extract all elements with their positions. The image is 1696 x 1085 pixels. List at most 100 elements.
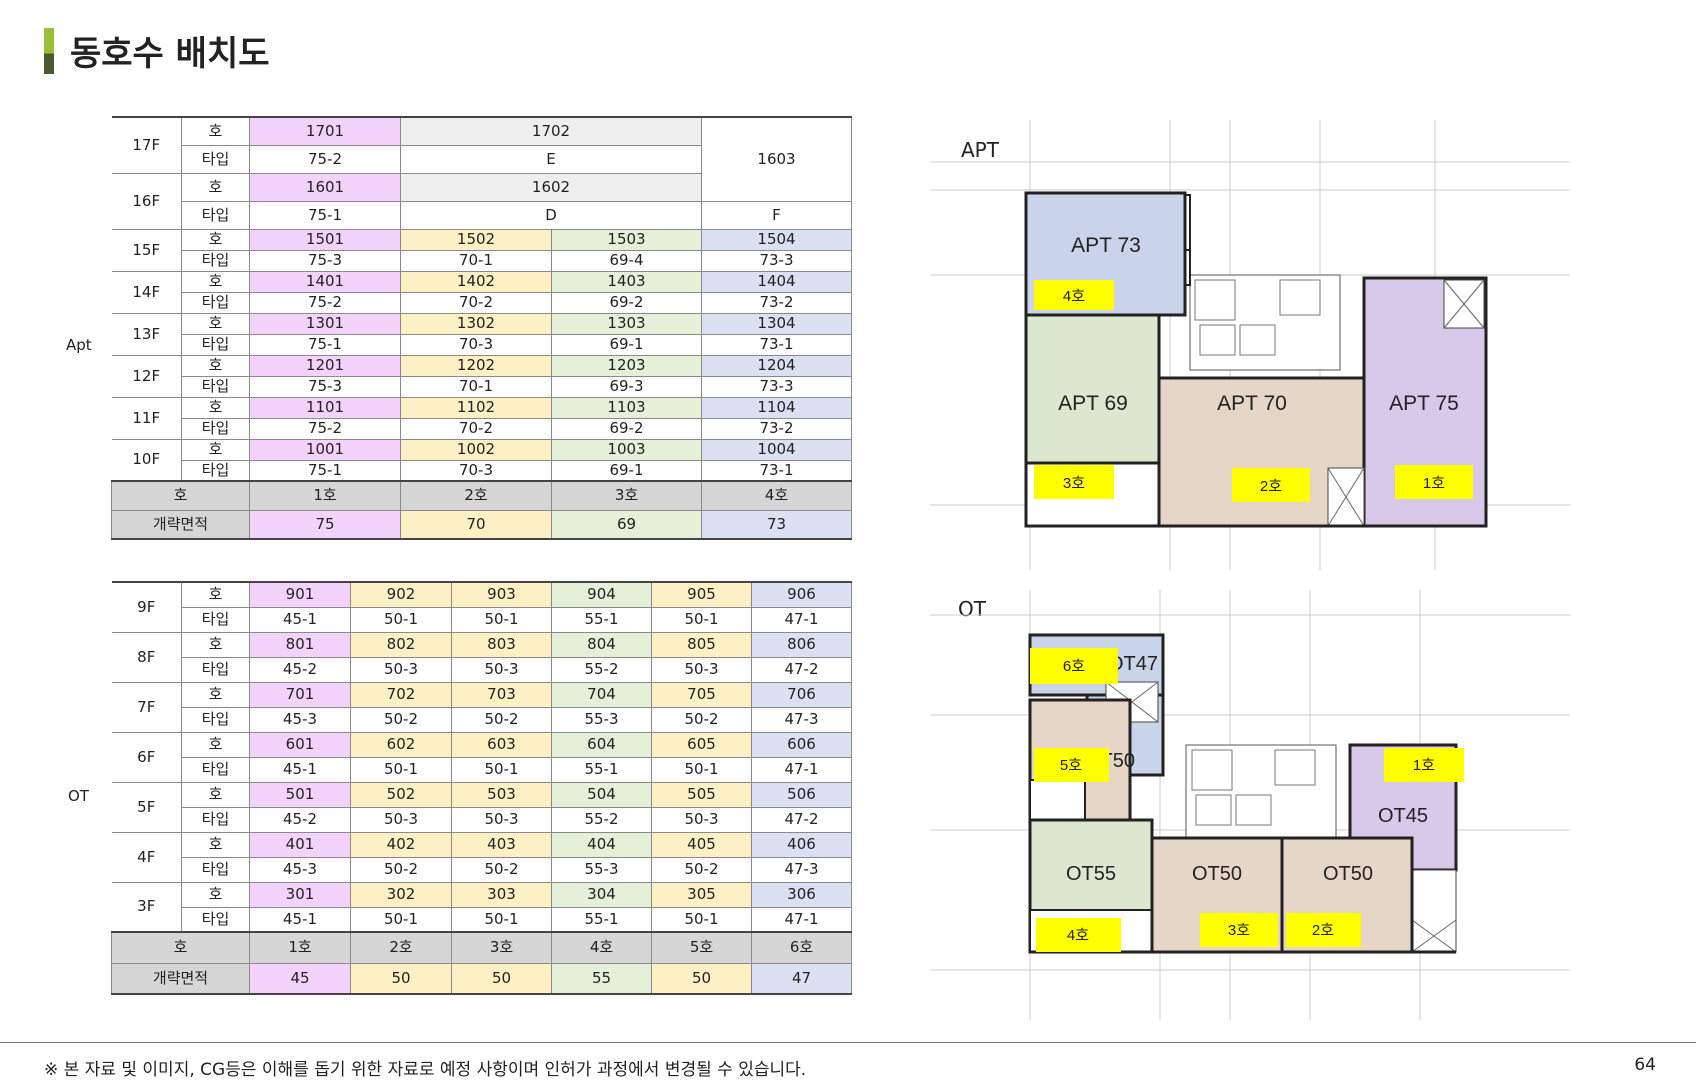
- unit-number: 404: [551, 831, 652, 858]
- row-label: 타입: [181, 806, 250, 833]
- unit-number: 701: [249, 681, 351, 708]
- summary-label: 개략면적: [111, 962, 250, 995]
- row-label: 호: [181, 631, 250, 658]
- summary-area: 45: [249, 962, 351, 995]
- unit-type: 45-1: [249, 606, 351, 633]
- unit-number: 805: [651, 631, 752, 658]
- apt-tag-highlight: [1395, 465, 1473, 499]
- unit-number: 1701: [249, 116, 401, 146]
- row-label: 호: [181, 228, 250, 251]
- unit-type: 75-1: [249, 333, 401, 356]
- unit-number: 1602: [400, 172, 702, 202]
- unit-number: 1504: [701, 228, 852, 251]
- row-label: 타입: [181, 459, 250, 482]
- unit-type: 69-3: [551, 375, 702, 398]
- apt-group-label: Apt: [66, 336, 92, 354]
- row-label: 타입: [181, 606, 250, 633]
- row-label: 호: [181, 881, 250, 908]
- unit-number: 302: [350, 881, 452, 908]
- unit-type: 47-3: [751, 856, 852, 883]
- unit-number: 402: [350, 831, 452, 858]
- unit-number: 801: [249, 631, 351, 658]
- unit-number: 506: [751, 781, 852, 808]
- row-label: 호: [181, 781, 250, 808]
- floor-label: 12F: [111, 354, 182, 398]
- floor-label: 4F: [111, 831, 182, 883]
- unit-type: 75-1: [249, 459, 401, 482]
- ot-unit-name: OT47: [1108, 653, 1158, 675]
- unit-number: 904: [551, 581, 652, 608]
- unit-type: 50-2: [451, 856, 552, 883]
- unit-type: 47-1: [751, 606, 852, 633]
- apt-unit-name: APT 70: [1217, 392, 1287, 415]
- unit-number: 1201: [249, 354, 401, 377]
- floor-label: 6F: [111, 731, 182, 783]
- summary-area: 50: [451, 962, 552, 995]
- floor-label: 14F: [111, 270, 182, 314]
- row-label: 타입: [181, 417, 250, 440]
- row-label: 타입: [181, 333, 250, 356]
- unit-type: 75-1: [249, 200, 401, 230]
- ot-tag-highlight: [1200, 913, 1278, 947]
- summary-area: 50: [651, 962, 752, 995]
- unit-type: 55-3: [551, 856, 652, 883]
- unit-type: 69-4: [551, 249, 702, 272]
- unit-number: 702: [350, 681, 452, 708]
- unit-number: 1403: [551, 270, 702, 293]
- row-label: 호: [181, 116, 250, 146]
- ot-unit-name: OT55: [1066, 863, 1116, 885]
- row-label: 호: [181, 438, 250, 461]
- ot-tag-highlight: [1286, 913, 1361, 947]
- summary-area: 55: [551, 962, 652, 995]
- unit-type: 69-1: [551, 333, 702, 356]
- ot-unit-tag: 6호: [1063, 658, 1085, 675]
- unit-type: 50-2: [350, 706, 452, 733]
- apt-unit-name: APT 69: [1058, 392, 1128, 415]
- unit-number: 1601: [249, 172, 401, 202]
- unit-number: 1304: [701, 312, 852, 335]
- summary-area: 47: [751, 962, 852, 995]
- unit-number: 501: [249, 781, 351, 808]
- unit-type: 75-3: [249, 249, 401, 272]
- summary-label: 호: [111, 931, 250, 964]
- unit-type: 73-1: [701, 333, 852, 356]
- row-label: 타입: [181, 656, 250, 683]
- floor-label: 11F: [111, 396, 182, 440]
- row-label: 호: [181, 581, 250, 608]
- summary-ho: 4호: [701, 480, 852, 511]
- unit-number: 1501: [249, 228, 401, 251]
- unit-number: 305: [651, 881, 752, 908]
- ot-tag-highlight: [1036, 918, 1121, 952]
- unit-type: 70-3: [400, 333, 552, 356]
- unit-number: 703: [451, 681, 552, 708]
- unit-number: 905: [651, 581, 752, 608]
- unit-type: 55-2: [551, 806, 652, 833]
- apt-tag-highlight: [1034, 280, 1114, 310]
- ot-tag-highlight: [1030, 648, 1118, 684]
- unit-type: 69-2: [551, 417, 702, 440]
- ot-unit-tag: 5호: [1060, 757, 1082, 774]
- ot-group-label: OT: [68, 787, 89, 805]
- unit-type: 50-2: [651, 856, 752, 883]
- apt-69-unit: [1024, 313, 1161, 465]
- ot-tag-highlight: [1384, 748, 1464, 782]
- unit-number: 406: [751, 831, 852, 858]
- apt-tag-highlight: [1034, 465, 1114, 499]
- unit-number: 603: [451, 731, 552, 758]
- apt-unit-name: APT 75: [1389, 392, 1459, 415]
- apt-tag-highlight: [1232, 468, 1310, 502]
- unit-number: 304: [551, 881, 652, 908]
- page-title: 동호수 배치도: [70, 34, 270, 74]
- summary-area: 70: [400, 509, 552, 540]
- unit-type: F: [701, 200, 852, 230]
- unit-type: 47-1: [751, 756, 852, 783]
